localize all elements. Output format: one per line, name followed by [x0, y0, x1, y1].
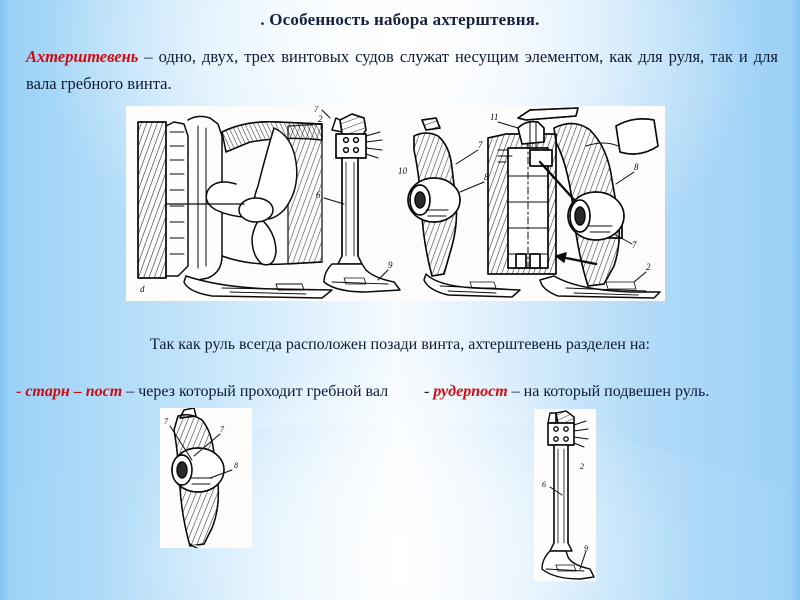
left-item-dash: - [16, 383, 22, 400]
background-edge-left [0, 0, 10, 600]
svg-text:2: 2 [318, 114, 323, 124]
svg-text:9: 9 [584, 544, 588, 553]
intro-keyword: Ахтерштевень [26, 47, 139, 66]
svg-text:2: 2 [646, 262, 651, 272]
svg-text:8: 8 [634, 162, 639, 172]
svg-text:6: 6 [316, 190, 321, 200]
figure-main-drawing: d [137, 106, 661, 299]
figure-stern-post-panel: 7 7 8 [160, 408, 252, 548]
left-item-paragraph: - старн – пост – через который проходит … [16, 380, 416, 405]
middle-paragraph: Так как руль всегда расположен позади ви… [150, 336, 650, 353]
svg-text:7: 7 [632, 240, 637, 250]
svg-text:7: 7 [314, 106, 319, 114]
svg-text:9: 9 [388, 260, 393, 270]
right-item-text: – на который подвешен руль. [507, 383, 710, 400]
intro-paragraph: Ахтерштевень – одно, двух, трех винтовых… [26, 44, 778, 97]
svg-text:2: 2 [580, 462, 584, 471]
figure-rudder-post-panel: 6 2 9 [534, 409, 596, 581]
figure-stern-post-drawing: 7 7 8 [164, 408, 238, 548]
svg-text:6: 6 [542, 480, 546, 489]
figure-rudder-post-drawing: 6 2 9 [541, 410, 595, 580]
intro-text: – одно, двух, трех винтовых судов служат… [26, 47, 778, 93]
right-item-keyword: рудерпост [433, 383, 508, 400]
figure-caption-d: d [140, 284, 145, 294]
svg-text:7: 7 [220, 425, 225, 434]
left-item-text: – через который проходит гребной вал [122, 383, 389, 400]
right-item-paragraph: - рудерпост – на который подвешен руль. [424, 380, 796, 405]
svg-text:7: 7 [478, 140, 483, 150]
svg-text:10: 10 [398, 166, 408, 176]
svg-text:11: 11 [490, 112, 498, 122]
svg-text:8: 8 [484, 172, 489, 182]
page-title: . Особенность набора ахтерштевня. [260, 10, 540, 29]
svg-text:8: 8 [234, 461, 238, 470]
figure-main-panel: d [126, 106, 665, 301]
svg-text:7: 7 [164, 417, 169, 426]
background-edge-right [790, 0, 800, 600]
background-arc [0, 420, 800, 600]
right-item-dash: - [424, 383, 430, 400]
left-item-keyword: старн – пост [25, 383, 123, 400]
